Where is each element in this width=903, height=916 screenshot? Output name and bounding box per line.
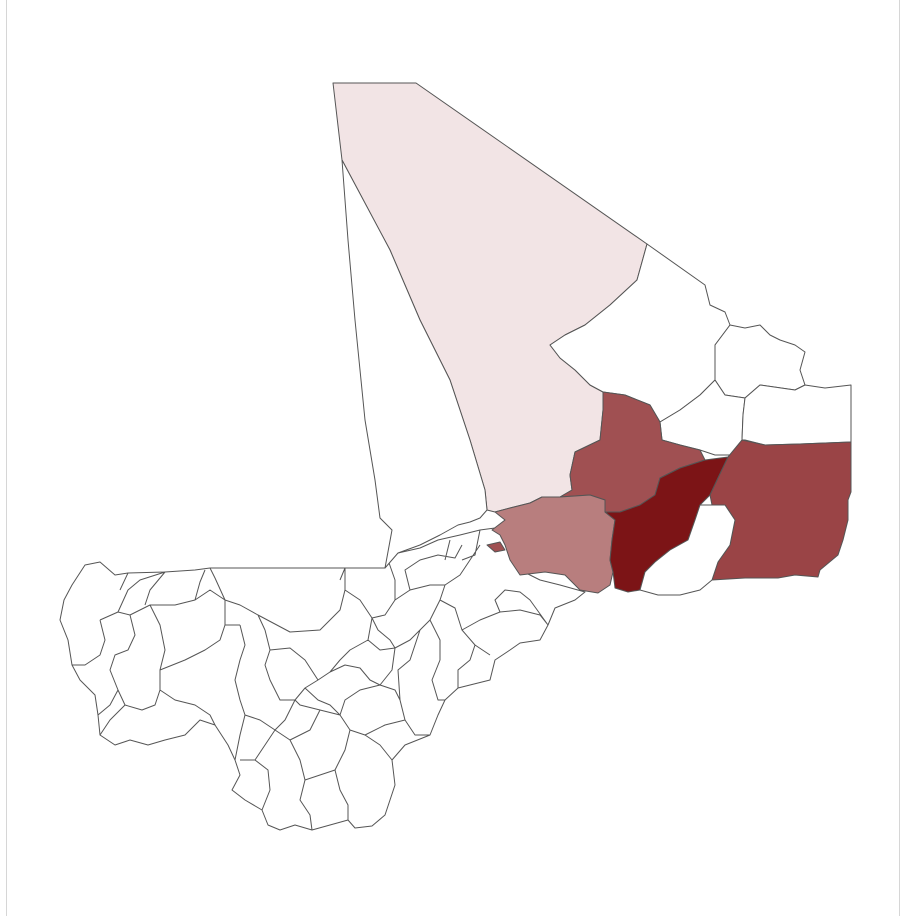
district-lines [72,529,549,831]
region-central-south[interactable] [491,494,616,594]
southern-outline[interactable] [59,527,586,831]
region-sliver[interactable] [486,541,506,553]
region-west-strip[interactable] [341,159,488,569]
region-east-small-b[interactable] [741,384,852,446]
region-east-large[interactable] [709,439,852,581]
southern-districts [59,527,586,831]
region-south-east-pocket[interactable] [639,504,736,596]
region-central-band[interactable] [604,456,729,593]
